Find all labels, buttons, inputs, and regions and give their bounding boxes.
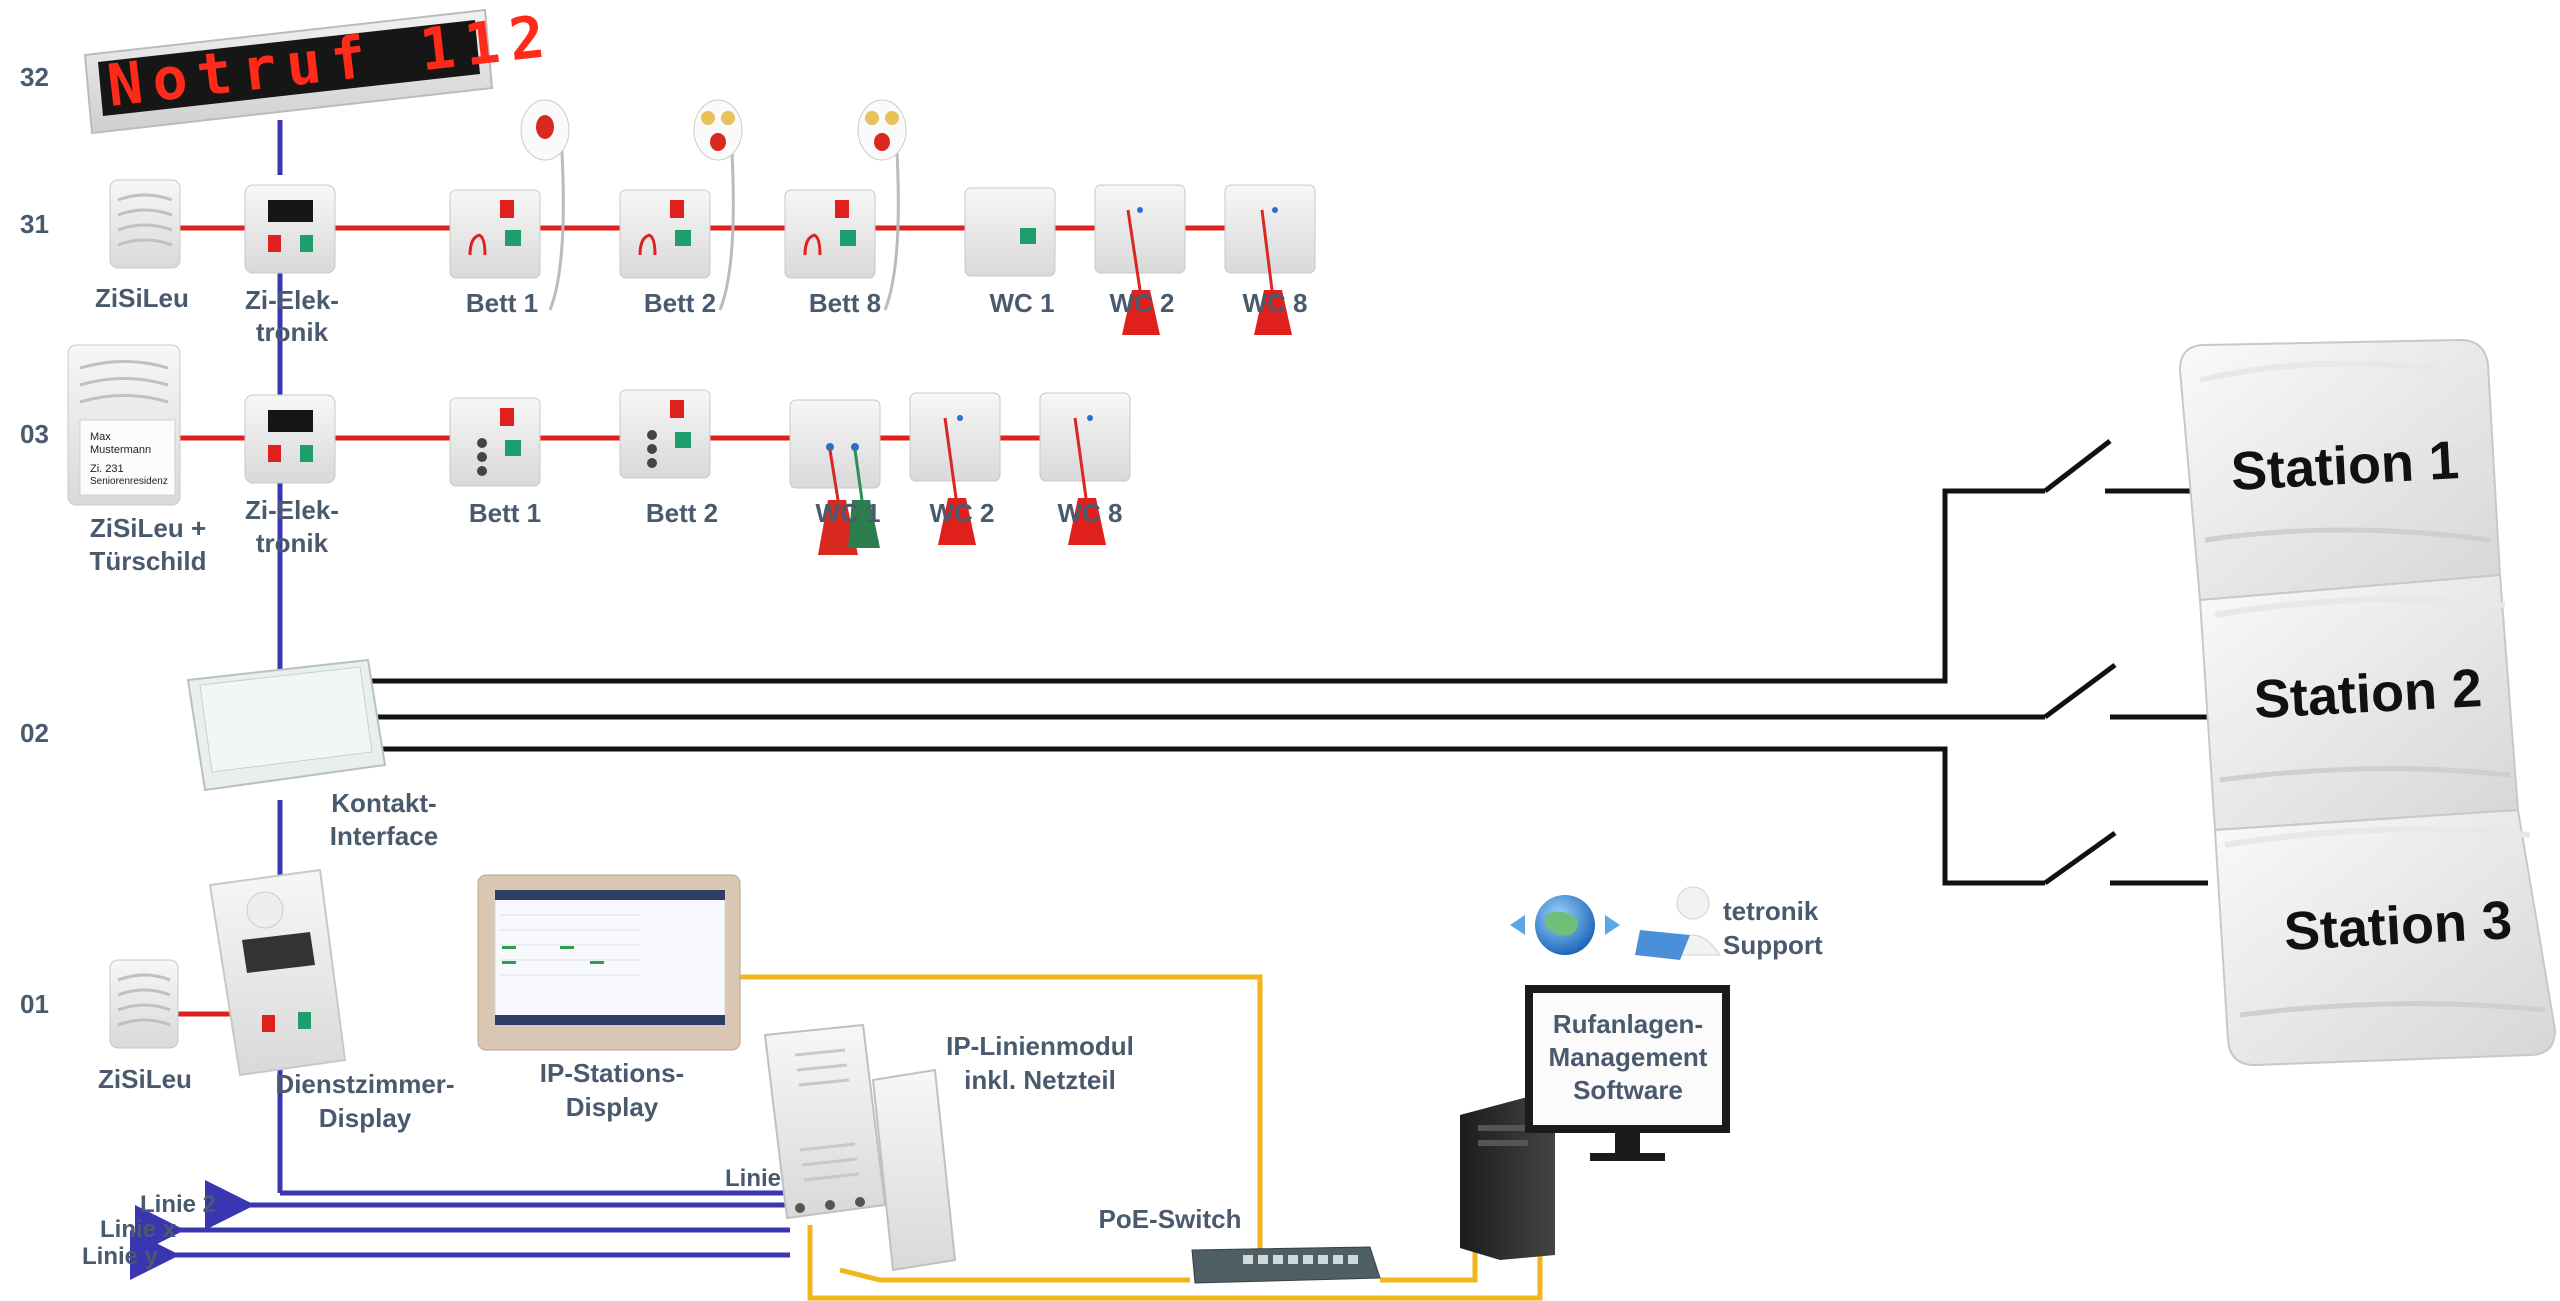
wc8-row03	[1039, 392, 1131, 545]
station-1-label: Station 1	[2229, 430, 2460, 502]
row-label-01: 01	[20, 989, 49, 1019]
doorsign-place: Seniorenresidenz	[90, 476, 168, 487]
pc-tower-icon	[1460, 1095, 1555, 1260]
poe-switch-device	[1191, 1246, 1381, 1284]
bett1-row03	[449, 397, 541, 487]
station-2-unit	[2198, 573, 2520, 832]
label-zi-elektronik-row03-a: Zi-Elek-	[245, 495, 339, 525]
label-dienstzimmer-b: Display	[319, 1103, 412, 1133]
label-kontakt-b: Interface	[330, 821, 438, 851]
monitor-text-3: Software	[1573, 1075, 1683, 1105]
label-wc1-row03: WC 1	[816, 498, 881, 528]
wc2-row31	[1094, 184, 1186, 335]
label-zisileu-row31: ZiSiLeu	[95, 283, 189, 313]
bett2-row03	[619, 389, 711, 479]
monitor-text-1: Rufanlagen-	[1553, 1009, 1703, 1039]
label-zisileu-row03-b: Türschild	[89, 546, 206, 576]
zi-elektronik-row31	[244, 184, 336, 274]
label-dienstzimmer-a: Dienstzimmer-	[275, 1069, 454, 1099]
label-bett2-row03: Bett 2	[646, 498, 718, 528]
row-label-02: 02	[20, 718, 49, 748]
label-support-a: tetronik	[1723, 896, 1819, 926]
label-wc8-row31: WC 8	[1243, 288, 1308, 318]
label-linie-x: Linie x	[100, 1216, 177, 1243]
yellow-network-lines	[740, 974, 1543, 1301]
row-label-32: 32	[20, 62, 49, 92]
blue-bus-lines	[130, 120, 790, 1280]
label-ip-stations-a: IP-Stations-	[540, 1058, 684, 1088]
label-kontakt-a: Kontakt-	[331, 788, 436, 818]
label-ip-stations-b: Display	[566, 1092, 659, 1122]
dienstzimmer-display-device	[208, 868, 347, 1077]
label-zi-elektronik-row03-b: tronik	[256, 528, 329, 558]
doorsign-name-1: Max	[90, 431, 111, 443]
ip-linienmodul-devices	[763, 1023, 957, 1272]
led-display-notruf: Notruf 112	[83, 1, 558, 135]
label-linie-y: Linie y	[82, 1243, 159, 1270]
wc1-row31	[964, 187, 1056, 277]
doorsign-name-2: Mustermann	[90, 444, 151, 456]
label-linie: Linie	[725, 1165, 781, 1192]
label-bett1-row03: Bett 1	[469, 498, 541, 528]
wc8-row31	[1224, 184, 1316, 335]
doorsign-room: Zi. 231	[90, 463, 124, 475]
label-ip-linien-b: inkl. Netzteil	[964, 1065, 1116, 1095]
wc2-row03	[909, 392, 1001, 545]
label-wc8-row03: WC 8	[1058, 498, 1123, 528]
support-person-icon	[1635, 886, 1721, 960]
row-label-03: 03	[20, 419, 49, 449]
wc1-row03	[789, 399, 881, 555]
zisileu-doorsign-row03: Max Mustermann Zi. 231 Seniorenresidenz	[67, 344, 181, 506]
bett1-row31	[449, 99, 570, 311]
label-support-b: Support	[1723, 930, 1823, 960]
row-label-31: 31	[20, 209, 49, 239]
station-2-label: Station 2	[2252, 658, 2483, 730]
bett2-row31	[619, 99, 743, 311]
black-contact-lines	[372, 439, 2208, 886]
label-zi-elektronik-row31-a: Zi-Elek-	[245, 285, 339, 315]
label-poe-switch: PoE-Switch	[1098, 1204, 1241, 1234]
label-wc2-row31: WC 2	[1110, 288, 1175, 318]
support-globe-icon	[1510, 895, 1620, 955]
row-numbers: 32 31 03 02 01	[20, 62, 49, 1019]
zisileu-row01	[109, 959, 179, 1049]
management-monitor	[1525, 985, 1730, 1161]
monitor-text-2: Management	[1549, 1042, 1708, 1072]
label-bett8-row31: Bett 8	[809, 288, 881, 318]
label-linie-2: Linie 2	[140, 1191, 216, 1218]
label-zisileu-row03-a: ZiSiLeu +	[90, 513, 206, 543]
station-1-unit	[2178, 338, 2502, 602]
label-wc2-row03: WC 2	[930, 498, 995, 528]
station-3-unit	[2213, 808, 2557, 1067]
label-zisileu-row01: ZiSiLeu	[98, 1064, 192, 1094]
label-wc1-row31: WC 1	[990, 288, 1055, 318]
label-bett2-row31: Bett 2	[644, 288, 716, 318]
bett8-row31	[784, 99, 907, 311]
kontakt-interface-box	[186, 658, 387, 792]
label-ip-linien-a: IP-Linienmodul	[946, 1031, 1134, 1061]
station-3-label: Station 3	[2282, 890, 2513, 962]
zi-elektronik-row03	[244, 394, 336, 484]
label-zi-elektronik-row31-b: tronik	[256, 317, 329, 347]
label-bett1-row31: Bett 1	[466, 288, 538, 318]
zisileu-row31	[109, 179, 181, 269]
ip-stations-display-tablet	[477, 874, 741, 1051]
